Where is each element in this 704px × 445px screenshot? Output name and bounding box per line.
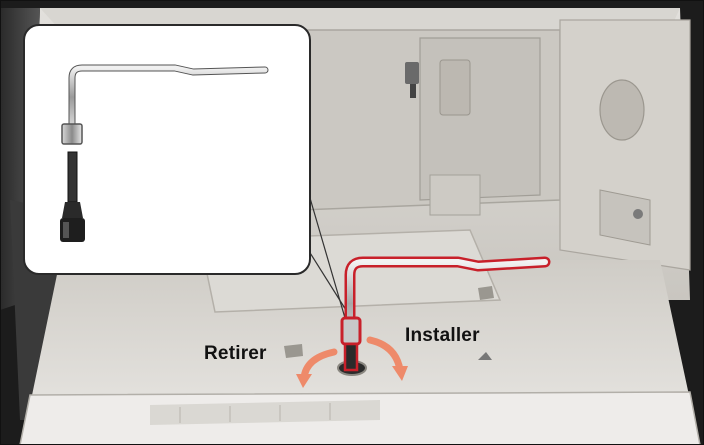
extension-bar-icon — [340, 316, 362, 372]
inset-extension-bar-icon — [60, 151, 85, 242]
install-label: Installer — [405, 325, 480, 346]
wheel-wrench-icon — [344, 256, 551, 351]
tool-detail-inset — [23, 24, 311, 275]
inset-wheel-wrench-icon — [61, 64, 269, 145]
remove-label: Retirer — [204, 343, 267, 364]
